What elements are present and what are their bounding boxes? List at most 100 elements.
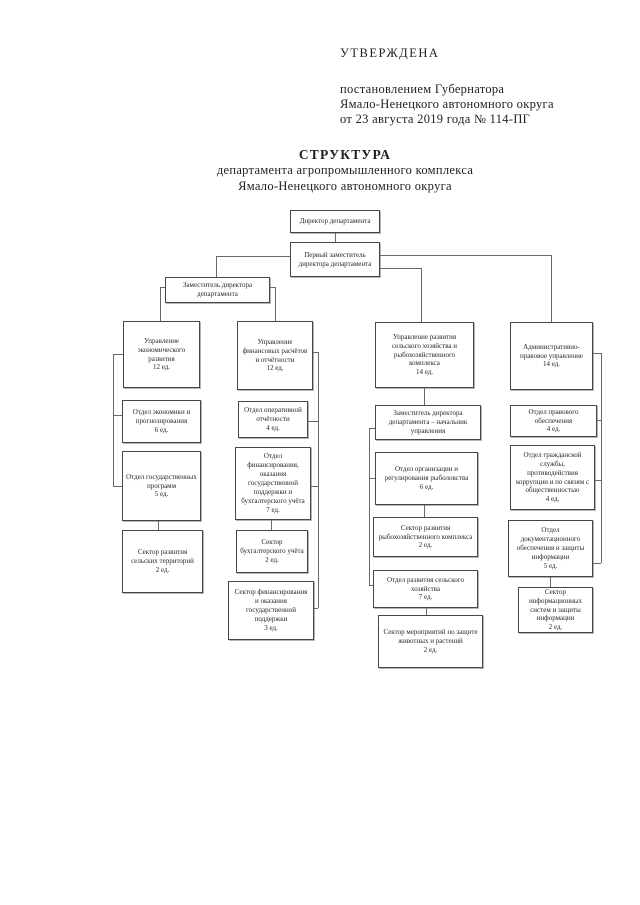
- node-label: Отдел государственных программ: [126, 472, 197, 490]
- node-fishery-regulation-dept: Отдел организации и регулирования рыболо…: [375, 452, 478, 505]
- connector-line: [369, 428, 370, 585]
- node-label: Отдел правового обеспечения: [528, 407, 579, 425]
- node-label: Управление развития сельского хозяйства …: [391, 332, 458, 368]
- connector-line: [311, 486, 318, 487]
- node-label: Отдел гражданской службы, противодействи…: [516, 450, 589, 495]
- node-documentation-information-security-dept: Отдел документационного обеспечения и за…: [508, 520, 593, 577]
- node-administrative-legal-directorate: Административно-правовое управление 14 е…: [510, 322, 593, 390]
- approval-stamp: УТВЕРЖДЕНА: [340, 46, 440, 60]
- connector-line: [595, 480, 601, 481]
- doc-subtitle: Ямало-Ненецкого автономного округа: [238, 178, 452, 193]
- connector-line: [593, 353, 601, 354]
- connector-line: [160, 287, 165, 288]
- node-state-programs-dept: Отдел государственных программ 5 ед.: [122, 451, 201, 521]
- connector-line: [313, 352, 319, 353]
- node-units: 7 ед.: [418, 593, 433, 602]
- node-fishery-complex-development-sector: Сектор развития рыбохозяйственного компл…: [373, 517, 478, 557]
- node-accounting-sector: Сектор бухгалтерского учёта 2 ед.: [236, 530, 308, 573]
- node-label: Сектор развития рыбохозяйственного компл…: [378, 523, 473, 541]
- doc-title-block: СТРУКТУРА департамента агропромышленного…: [25, 146, 640, 194]
- connector-line: [318, 352, 319, 608]
- node-label: Управление экономического развития: [137, 336, 186, 363]
- doc-subtitle: департамента агропромышленного комплекса: [216, 163, 474, 177]
- connector-line: [270, 287, 276, 288]
- connector-line: [335, 233, 336, 242]
- node-label: Административно-правовое управление: [519, 342, 584, 360]
- node-label: Сектор мероприятий по защите животных и …: [383, 628, 478, 646]
- node-units: 14 ед.: [415, 368, 434, 377]
- node-label: Отдел документационного обеспечения и за…: [516, 526, 585, 561]
- node-civil-service-anticorruption-dept: Отдел гражданской службы, противодействи…: [510, 445, 595, 510]
- node-units: 2 ед.: [423, 645, 438, 654]
- node-label: Сектор развития сельских территорий: [131, 548, 194, 566]
- approval-line: от 23 августа 2019 года № 114-ПГ: [340, 112, 531, 126]
- connector-line: [380, 268, 421, 269]
- node-agriculture-development-dept: Отдел развития сельского хозяйства 7 ед.: [373, 570, 478, 608]
- connector-line: [308, 421, 318, 422]
- connector-line: [597, 420, 601, 421]
- connector-line: [380, 255, 551, 256]
- node-label: Первый заместитель директора департамент…: [298, 250, 372, 268]
- connector-line: [424, 388, 425, 405]
- connector-line: [593, 563, 601, 564]
- node-deputy-director-head-of-directorate: Заместитель директора департамента – нач…: [375, 405, 481, 440]
- connector-line: [426, 608, 427, 615]
- node-units: 2 ед.: [418, 541, 433, 550]
- connector-line: [551, 255, 552, 322]
- node-units: 14 ед.: [542, 360, 561, 369]
- node-label: Сектор информационных систем и защиты ин…: [528, 587, 583, 623]
- node-units: 3 ед.: [264, 623, 278, 632]
- connector-line: [113, 486, 122, 487]
- node-label: Директор департамента: [299, 217, 371, 226]
- node-animal-plant-protection-sector: Сектор мероприятий по защите животных и …: [378, 615, 483, 668]
- node-label: Отдел развития сельского хозяйства: [387, 575, 464, 593]
- node-label: Отдел экономики и прогнозирования: [132, 408, 191, 426]
- node-label: Управление финансовых расчётов и отчётно…: [242, 337, 308, 364]
- node-units: 4 ед.: [546, 425, 561, 434]
- connector-line: [369, 478, 375, 479]
- connector-line: [275, 287, 276, 321]
- node-information-systems-sector: Сектор информационных систем и защиты ин…: [518, 587, 593, 633]
- node-label: Заместитель директора департамента: [182, 281, 253, 298]
- node-label: Сектор бухгалтерского учёта: [240, 538, 304, 556]
- node-units: 2 ед.: [155, 565, 170, 574]
- node-deputy-director: Заместитель директора департамента: [165, 277, 270, 303]
- doc-title: СТРУКТУРА: [298, 147, 392, 162]
- node-units: 5 ед.: [543, 561, 558, 570]
- connector-line: [113, 415, 122, 416]
- node-financing-state-support-sector: Сектор финансирования и оказания государ…: [228, 581, 314, 640]
- approval-block: УТВЕРЖДЕНА постановлением Губернатора Ям…: [340, 46, 554, 127]
- connector-line: [601, 353, 602, 563]
- node-units: 4 ед.: [545, 495, 560, 504]
- node-units: 6 ед.: [154, 425, 169, 434]
- node-agriculture-fisheries-directorate: Управление развития сельского хозяйства …: [375, 322, 474, 388]
- node-label: Отдел финансирования, оказания государст…: [241, 452, 305, 505]
- node-label: Отдел организации и регулирования рыболо…: [384, 465, 469, 483]
- node-label: Заместитель директора департамента – нач…: [388, 409, 468, 435]
- approval-line: Ямало-Ненецкого автономного округа: [340, 97, 554, 111]
- node-economic-development-directorate: Управление экономического развития 12 ед…: [123, 321, 200, 388]
- node-units: 4 ед.: [266, 423, 280, 432]
- connector-line: [113, 354, 114, 486]
- node-units: 12 ед.: [266, 364, 284, 373]
- node-rural-territories-sector: Сектор развития сельских территорий 2 ед…: [122, 530, 203, 593]
- connector-line: [314, 608, 318, 609]
- node-legal-support-dept: Отдел правового обеспечения 4 ед.: [510, 405, 597, 437]
- connector-line: [216, 256, 217, 277]
- connector-line: [421, 268, 422, 322]
- node-units: 2 ед.: [548, 623, 563, 632]
- node-first-deputy: Первый заместитель директора департамент…: [290, 242, 380, 277]
- node-financing-support-accounting-dept: Отдел финансирования, оказания государст…: [235, 447, 311, 520]
- node-operational-reporting-dept: Отдел оперативной отчётности 4 ед.: [238, 401, 308, 438]
- connector-line: [550, 577, 551, 587]
- node-units: 5 ед.: [154, 490, 169, 499]
- connector-line: [369, 428, 375, 429]
- node-units: 12 ед.: [152, 363, 171, 372]
- connector-line: [113, 354, 123, 355]
- connector-line: [160, 287, 161, 321]
- node-units: 7 ед.: [266, 505, 280, 514]
- connector-line: [369, 585, 373, 586]
- node-label: Сектор финансирования и оказания государ…: [234, 588, 308, 623]
- connector-line: [158, 521, 159, 530]
- node-director: Директор департамента: [290, 210, 380, 233]
